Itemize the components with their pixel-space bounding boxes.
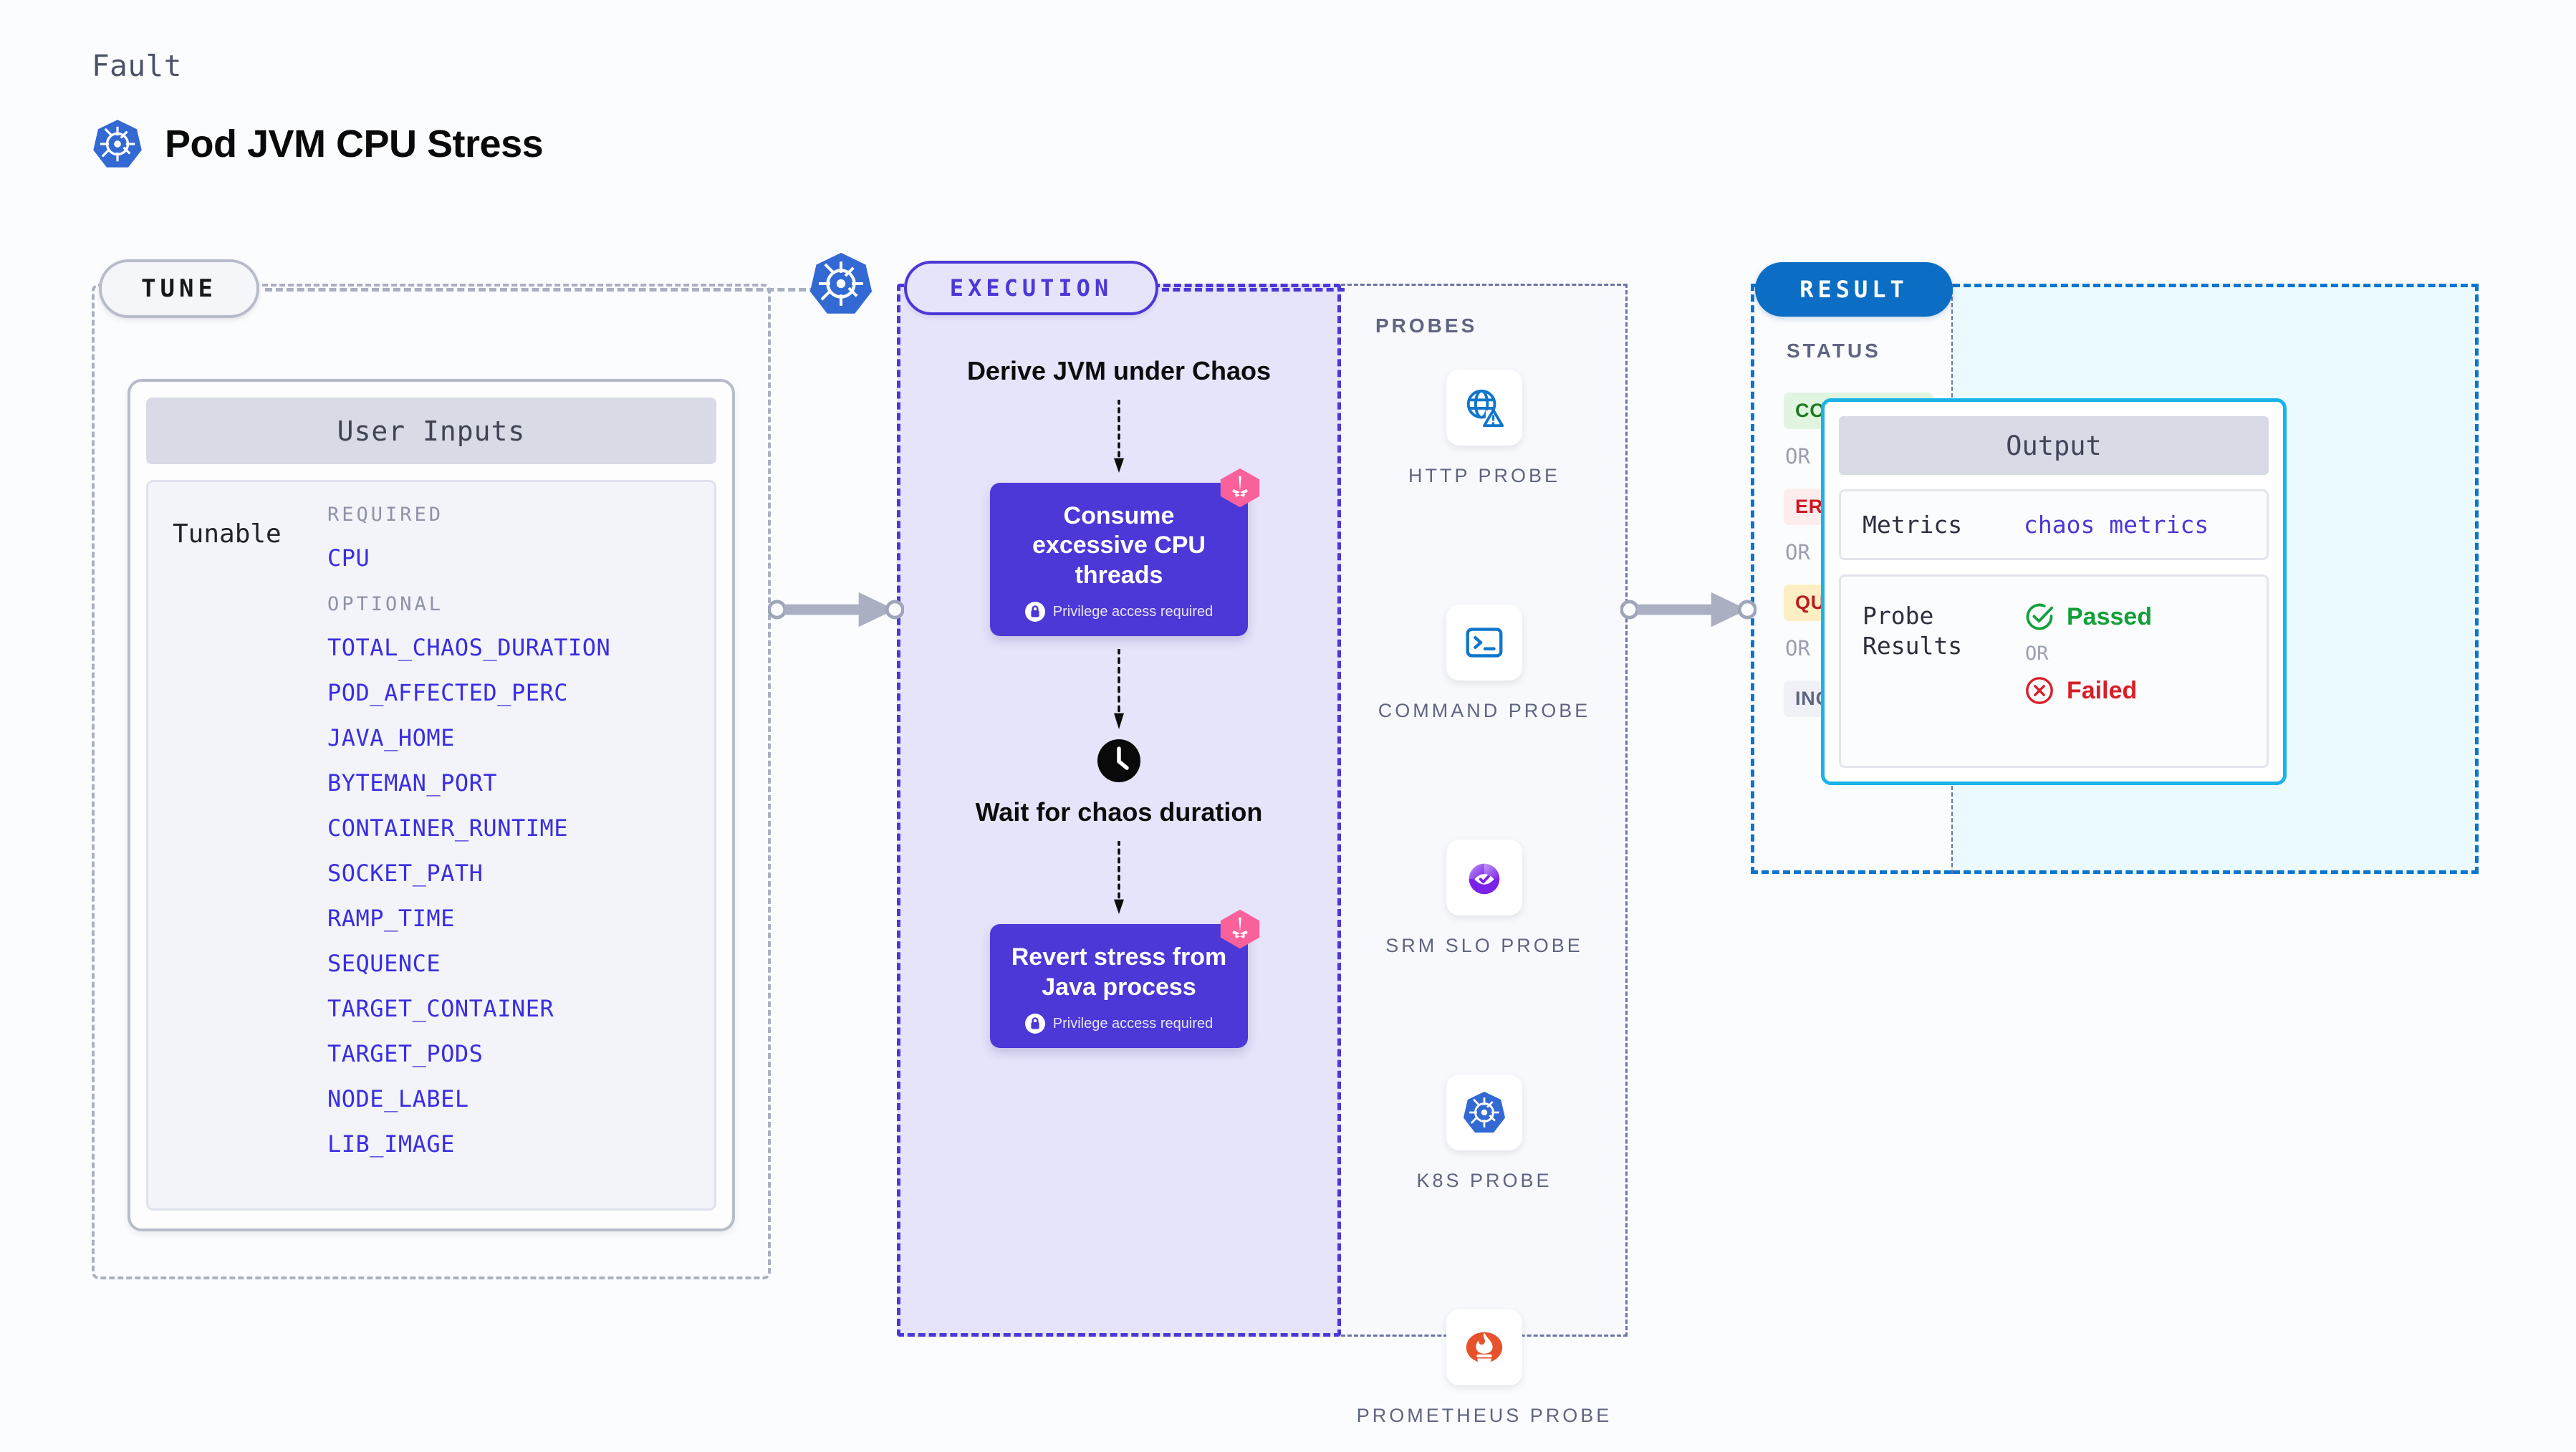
probe-result-passed: Passed xyxy=(2024,601,2152,633)
status-or-separator: OR xyxy=(1785,636,1810,660)
flow-node-consume-cpu[interactable]: Consume excessive CPU threads Privilege … xyxy=(990,483,1248,637)
probe-item-k8s-probe[interactable]: K8S PROBE xyxy=(1341,1074,1628,1193)
privilege-note-text: Privilege access required xyxy=(1052,603,1213,620)
output-metrics-row: Metrics chaos metrics xyxy=(1839,489,2269,561)
param-container-runtime[interactable]: CONTAINER_RUNTIME xyxy=(327,814,569,842)
result-panel: RESULT STATUS COMPLETEDORERROREDORQUEUED… xyxy=(1751,262,2479,874)
kubernetes-icon xyxy=(808,251,874,317)
probes-title: PROBES xyxy=(1375,314,1478,337)
param-cpu[interactable]: CPU xyxy=(327,544,370,572)
flow-node-title: Revert stress from Java process xyxy=(1011,943,1227,1001)
probe-label: COMMAND PROBE xyxy=(1378,700,1591,721)
terminal-icon xyxy=(1446,605,1522,681)
optional-params-list: TOTAL_CHAOS_DURATION POD_AFFECTED_PERC JAV… xyxy=(327,634,714,1158)
privilege-note: Privilege access required xyxy=(1003,602,1235,622)
page-kicker: Fault xyxy=(92,49,182,83)
param-byteman-port[interactable]: BYTEMAN_PORT xyxy=(327,769,498,797)
flow-step-label: Derive JVM under Chaos xyxy=(966,356,1272,385)
flow-arrow-icon xyxy=(897,841,1341,915)
execution-pill[interactable]: EXECUTION xyxy=(904,261,1158,315)
connector-execution-to-result xyxy=(1620,586,1756,633)
probe-label: PROMETHEUS PROBE xyxy=(1356,1405,1613,1426)
param-sequence[interactable]: SEQUENCE xyxy=(327,950,441,977)
clock-icon-wrap xyxy=(897,738,1341,784)
privilege-note-text: Privilege access required xyxy=(1052,1015,1213,1032)
param-target-pods[interactable]: TARGET_PODS xyxy=(327,1040,484,1067)
failed-label: Failed xyxy=(2067,676,2138,704)
required-group-label: REQUIRED xyxy=(327,504,444,526)
connector-tune-to-execution xyxy=(768,586,904,633)
clock-icon xyxy=(1096,738,1142,784)
param-lib-image[interactable]: LIB_IMAGE xyxy=(327,1130,455,1158)
privilege-note: Privilege access required xyxy=(1003,1014,1235,1034)
tunable-label: Tunable xyxy=(173,519,282,549)
flow-node-revert-stress[interactable]: Revert stress from Java process Privileg… xyxy=(990,924,1248,1049)
flow-arrow-icon xyxy=(897,649,1341,729)
probe-item-command-probe[interactable]: COMMAND PROBE xyxy=(1341,605,1628,723)
output-probe-results-row: Probe Results Passed OR Failed xyxy=(1839,574,2269,769)
probe-label: SRM SLO PROBE xyxy=(1385,935,1583,956)
probe-result-failed: Failed xyxy=(2024,675,2152,706)
flow-arrow-icon xyxy=(897,399,1341,473)
page-title-row: Pod JVM CPU Stress xyxy=(92,118,544,170)
optional-group-label: OPTIONAL xyxy=(327,593,444,615)
kubernetes-icon xyxy=(1446,1074,1522,1150)
x-circle-icon xyxy=(2024,675,2055,706)
probe-label: K8S PROBE xyxy=(1416,1170,1552,1191)
param-java-home[interactable]: JAVA_HOME xyxy=(327,724,455,751)
prometheus-icon xyxy=(1446,1309,1522,1385)
srm-slo-icon xyxy=(1446,840,1522,915)
check-circle-icon xyxy=(2024,601,2055,633)
flow-node-title: Consume excessive CPU threads xyxy=(1032,501,1206,589)
lock-icon xyxy=(1025,1014,1045,1034)
status-or-separator: OR xyxy=(1785,444,1810,468)
params-column: REQUIRED CPU OPTIONAL TOTAL_CHAOS_DURATI… xyxy=(327,504,714,1208)
execution-panel: PROBES EXECUTION Derive JVM under Chaos … xyxy=(897,261,1628,1426)
user-inputs-title: User Inputs xyxy=(146,398,716,464)
execution-flow: Derive JVM under Chaos Consume excessive… xyxy=(897,355,1341,1049)
tune-pill[interactable]: TUNE xyxy=(99,259,259,318)
tune-dashed-connector xyxy=(265,288,817,292)
tunables-list: Tunable REQUIRED CPU OPTIONAL TOTAL_CHAO… xyxy=(146,480,716,1211)
tune-panel: TUNE User Inputs Tunable REQUIRED CPU OP… xyxy=(92,284,771,1279)
probe-item-srm-slo-probe[interactable]: SRM SLO PROBE xyxy=(1341,840,1628,958)
page-title: Pod JVM CPU Stress xyxy=(165,122,544,165)
probe-results-values: Passed OR Failed xyxy=(2024,601,2152,706)
probe-label: HTTP PROBE xyxy=(1408,465,1561,486)
metrics-key: Metrics xyxy=(1863,511,1963,539)
probe-result-or: OR xyxy=(2025,643,2049,665)
kubernetes-icon xyxy=(92,118,143,170)
user-inputs-card: User Inputs Tunable REQUIRED CPU OPTIONA… xyxy=(128,379,735,1231)
execution-dashed-connector xyxy=(1162,288,1345,292)
output-title: Output xyxy=(1839,416,2269,475)
required-params-list: CPU xyxy=(327,544,714,572)
probe-results-key: Probe Results xyxy=(1863,602,1963,660)
status-or-separator: OR xyxy=(1785,540,1810,564)
globe-warning-icon xyxy=(1446,370,1522,446)
param-target-container[interactable]: TARGET_CONTAINER xyxy=(327,995,554,1022)
param-pod-affected-perc[interactable]: POD_AFFECTED_PERC xyxy=(327,679,569,706)
lock-icon xyxy=(1025,602,1045,622)
output-card: Output Metrics chaos metrics Probe Resul… xyxy=(1821,398,2287,785)
param-total-chaos-duration[interactable]: TOTAL_CHAOS_DURATION xyxy=(327,634,611,661)
param-node-label[interactable]: NODE_LABEL xyxy=(327,1085,469,1112)
metrics-value-link[interactable]: chaos metrics xyxy=(2024,511,2209,539)
flow-step-label: Wait for chaos duration xyxy=(975,797,1263,827)
param-socket-path[interactable]: SOCKET_PATH xyxy=(327,860,484,887)
litmus-icon xyxy=(1219,908,1261,950)
passed-label: Passed xyxy=(2067,602,2153,630)
param-ramp-time[interactable]: RAMP_TIME xyxy=(327,905,455,932)
litmus-icon xyxy=(1219,467,1261,509)
probe-item-prometheus-probe[interactable]: PROMETHEUS PROBE xyxy=(1341,1309,1628,1428)
probe-item-http-probe[interactable]: HTTP PROBE xyxy=(1341,370,1628,489)
status-title: STATUS xyxy=(1787,340,1881,362)
result-pill[interactable]: RESULT xyxy=(1755,262,1953,317)
